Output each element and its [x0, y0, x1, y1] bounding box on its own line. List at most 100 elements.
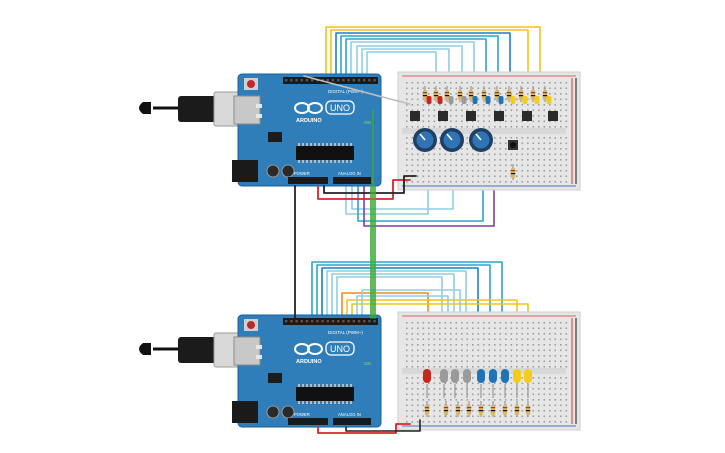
breadboard-hole — [428, 93, 430, 95]
breadboard-hole — [428, 327, 430, 330]
breadboard-hole — [433, 170, 436, 172]
breadboard-hole — [461, 148, 463, 150]
resistor-band — [443, 410, 449, 412]
resistor-band — [468, 92, 474, 94]
breadboard-hole — [406, 393, 408, 396]
power-jack — [232, 401, 258, 423]
breadboard-hole — [406, 382, 408, 385]
led-small — [510, 96, 516, 104]
breadboard-hole — [433, 181, 436, 183]
breadboard-hole — [560, 175, 562, 178]
breadboard-hole — [532, 126, 535, 128]
breadboard-hole — [532, 137, 535, 139]
resistor-band — [490, 407, 496, 409]
breadboard-hole — [499, 93, 502, 95]
breadboard-hole — [433, 148, 436, 150]
breadboard-hole — [494, 170, 496, 172]
breadboard-hole — [505, 159, 507, 161]
breadboard-hole — [565, 159, 568, 161]
breadboard-hole — [417, 399, 419, 401]
breadboard-hole — [538, 181, 540, 183]
breadboard-hole — [422, 104, 425, 106]
usb-socket — [233, 95, 261, 125]
breadboard-hole — [477, 388, 480, 390]
breadboard-hole — [411, 181, 414, 183]
breadboard-hole — [461, 388, 463, 390]
breadboard-hole — [455, 388, 458, 390]
led-small — [498, 96, 504, 104]
breadboard-hole — [538, 153, 540, 156]
breadboard-hole — [549, 344, 551, 346]
breadboard-hole — [543, 104, 546, 106]
breadboard-hole — [483, 355, 485, 357]
breadboard-hole — [505, 344, 507, 346]
breadboard-hole — [565, 148, 568, 150]
breadboard-hole — [466, 399, 469, 401]
breadboard-hole — [554, 142, 557, 145]
breadboard-hole — [417, 126, 419, 128]
digital-pin — [305, 79, 309, 82]
breadboard-hole — [439, 399, 441, 401]
analog-label: ANALOG IN — [338, 412, 361, 417]
breadboard-hole — [532, 366, 535, 368]
breadboard-hole — [516, 126, 518, 128]
breadboard-hole — [521, 366, 524, 368]
breadboard-hole — [516, 382, 518, 385]
chip-pin — [318, 143, 320, 146]
breadboard-hole — [439, 170, 441, 172]
breadboard-hole — [499, 377, 502, 379]
breadboard-hole — [461, 159, 463, 161]
breadboard-hole — [499, 175, 502, 178]
resistor-band — [443, 407, 449, 409]
breadboard-hole — [483, 126, 485, 128]
breadboard-hole — [521, 159, 524, 161]
arduino-wordmark: ARDUINO — [296, 359, 322, 365]
resistor-band — [502, 410, 508, 412]
breadboard-hole — [477, 382, 480, 385]
breadboard-hole — [543, 164, 546, 167]
breadboard-hole — [510, 82, 513, 84]
breadboard-hole — [417, 104, 419, 106]
resistor-band — [502, 407, 508, 409]
resistor — [424, 401, 430, 417]
breadboard-hole — [538, 366, 540, 368]
breadboard-hole — [494, 404, 496, 407]
breadboard-hole — [428, 181, 430, 183]
breadboard-hole — [554, 126, 557, 128]
digital-pin — [326, 320, 329, 323]
digital-pin — [368, 79, 371, 82]
breadboard-hole — [516, 366, 518, 368]
breadboard-hole — [499, 170, 502, 172]
breadboard-hole — [516, 115, 518, 117]
breadboard-hole — [455, 93, 458, 95]
breadboard-hole — [549, 82, 551, 84]
breadboard-hole — [455, 366, 458, 368]
breadboard-hole — [417, 338, 419, 341]
breadboard-hole — [521, 120, 524, 123]
pushbutton-switch — [466, 111, 476, 121]
capacitor — [266, 405, 280, 419]
breadboard-hole — [521, 355, 524, 357]
breadboard-hole — [549, 349, 551, 352]
on-label: ON — [364, 120, 371, 125]
breadboard-hole — [521, 338, 524, 341]
breadboard-hole — [411, 410, 414, 412]
breadboard-hole — [450, 338, 452, 341]
breadboard-hole — [428, 344, 430, 346]
breadboard-hole — [543, 382, 546, 385]
breadboard-hole — [455, 399, 458, 401]
breadboard-hole — [461, 415, 463, 418]
chip-pin — [310, 384, 312, 387]
resistor-band — [424, 407, 430, 409]
chip-pin — [314, 143, 316, 146]
breadboard-hole — [455, 159, 458, 161]
breadboard-hole — [565, 82, 568, 84]
chip-pin — [338, 401, 340, 404]
breadboard-hole — [417, 349, 419, 352]
breadboard-hole — [428, 382, 430, 385]
breadboard-hole — [499, 181, 502, 183]
chip-pin — [322, 401, 324, 404]
breadboard-hole — [488, 181, 491, 183]
breadboard-hole — [411, 355, 414, 357]
breadboard-hole — [538, 137, 540, 139]
